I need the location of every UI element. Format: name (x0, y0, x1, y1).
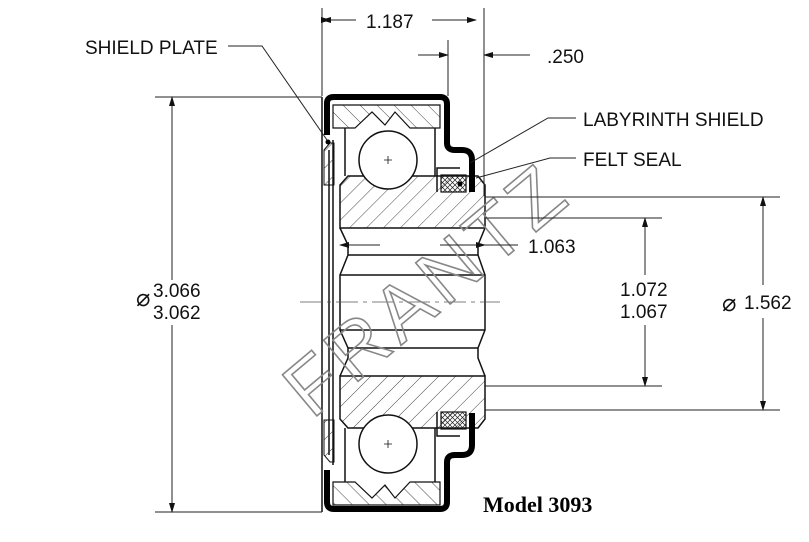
outer-ring (332, 104, 441, 506)
dim-overall-width: 1.187 (366, 12, 414, 33)
dimension-inner-width: 1.063 (339, 237, 576, 258)
callout-felt-seal: FELT SEAL (475, 150, 682, 179)
dim-inner-ring-diameter: 1.562 (744, 293, 792, 314)
ball-bottom (358, 414, 418, 474)
diameter-symbol: ⌀ (136, 285, 150, 312)
dimension-shield-offset: .250 (418, 40, 584, 96)
dim-od-min: 3.062 (153, 303, 201, 324)
labyrinth-shield-housing (324, 94, 475, 192)
dimension-bore: 1.072 1.067 (485, 217, 668, 387)
model-number: Model 3093 (483, 492, 592, 517)
shield-plate (321, 97, 335, 512)
label-labyrinth-shield: LABYRINTH SHIELD (583, 110, 764, 131)
felt-seal (436, 167, 467, 437)
dim-inner-width: 1.063 (528, 237, 576, 258)
dimension-outer-diameter: ⌀ 3.066 3.062 (136, 96, 322, 513)
ball-top (358, 130, 418, 190)
label-shield-plate: SHIELD PLATE (85, 38, 218, 59)
dim-shield-offset: .250 (547, 47, 584, 68)
dimension-inner-ring-diameter: ⌀ 1.562 (485, 196, 792, 411)
dim-bore-max: 1.072 (620, 280, 668, 301)
callout-shield-plate: SHIELD PLATE (85, 38, 328, 141)
dimension-overall-width: 1.187 (321, 8, 485, 196)
diameter-symbol: ⌀ (722, 290, 736, 317)
label-felt-seal: FELT SEAL (583, 150, 682, 171)
callout-labyrinth-shield: LABYRINTH SHIELD (469, 110, 764, 164)
dim-od-max: 3.066 (153, 281, 201, 302)
dim-bore-min: 1.067 (620, 302, 668, 323)
